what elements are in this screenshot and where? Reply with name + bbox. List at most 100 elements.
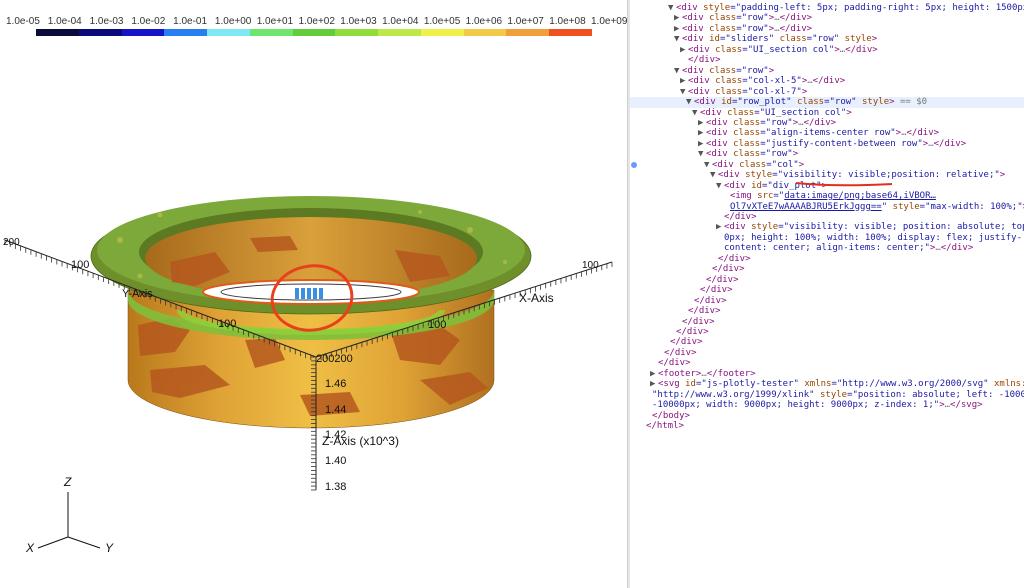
y-axis-label: Y-Axis [122,288,153,300]
collapse-arrow-icon[interactable]: ▶ [716,222,722,233]
expand-arrow-icon[interactable]: ▼ [698,149,704,160]
colorbar-tick-label: 1.0e+01 [256,16,294,27]
dom-node[interactable]: </div> [630,296,1024,307]
dom-node-markup: </div> [712,264,745,275]
dom-node[interactable]: </div> [630,358,1024,369]
annotation-underline [795,182,893,187]
dom-node[interactable]: "http://www.w3.org/1999/xlink" style="po… [630,390,1024,401]
devtools-elements-panel[interactable]: ▼<div style="padding-left: 5px; padding-… [630,0,1024,588]
collapse-arrow-icon[interactable]: ▶ [698,128,704,139]
collapse-arrow-icon[interactable]: ▶ [650,379,656,390]
colorbar-swatch [249,29,294,36]
z-tick-4: 1.40 [325,455,346,467]
dom-node[interactable]: ▶<footer>…</footer> [630,369,1024,380]
x-axis-ticks [315,262,613,362]
dom-node-markup: </div> [724,212,757,222]
y-tick-100: 100 [218,318,236,330]
z-tick-2: 1.44 [325,404,346,416]
dom-node-markup: content: center; align-items: center;">…… [724,243,974,254]
expand-arrow-icon[interactable]: ▼ [668,3,674,13]
dom-node[interactable]: ▶<svg id="js-plotly-tester" xmlns="http:… [630,379,1024,390]
dom-node-markup: <div class="row">…</div> [706,117,837,128]
collapse-arrow-icon[interactable]: ▶ [698,117,704,128]
dom-node[interactable]: ▶<div class="justify-content-between row… [630,139,1024,150]
annotation-circle [270,264,354,332]
dom-node[interactable]: ▶<div class="col-xl-5">…</div> [630,76,1024,87]
y-axis-ticks [4,240,317,362]
dom-node[interactable]: </div> [630,285,1024,296]
dom-node[interactable]: </div> [630,337,1024,348]
colorbar-tick-label: 1.0e-04 [47,16,82,27]
dom-node[interactable]: <img src="data:image/png;base64,iVBOR… [630,191,1024,202]
dom-node[interactable]: ▶<div style="visibility: visible; positi… [630,222,1024,233]
expand-arrow-icon[interactable]: ▼ [704,159,710,170]
dom-node-markup: <div class="col-xl-5">…</div> [688,76,846,87]
collapse-arrow-icon[interactable]: ▶ [680,44,686,55]
dom-node[interactable]: ▶<div class="align-items-center row">…</… [630,128,1024,139]
dom-node[interactable]: ▼<div id="sliders" class="row" style> [630,34,1024,45]
colorbar-swatch [36,29,80,36]
inner-wall [145,217,477,299]
z-origin-label: 200200 [316,353,353,365]
dom-node[interactable]: </div> [630,275,1024,286]
dom-node-markup: </div> [706,274,739,285]
dom-node[interactable]: </div> [630,327,1024,338]
expand-arrow-icon[interactable]: ▼ [686,97,692,108]
expand-arrow-icon[interactable]: ▼ [674,65,680,76]
collapse-arrow-icon[interactable]: ▶ [674,13,680,24]
expand-arrow-icon[interactable]: ▼ [680,86,686,97]
colorbar-tick-label: 1.0e+00 [214,16,252,27]
dom-node-markup: <svg id="js-plotly-tester" xmlns="http:/… [658,379,1024,390]
dom-node[interactable]: ▶<div class="row">…</div> [630,24,1024,35]
dom-node[interactable]: ▶<div class="UI_section col">…</div> [630,45,1024,56]
dom-node-markup: <div id="sliders" class="row" style> [682,34,878,45]
expand-arrow-icon[interactable]: ▼ [710,170,716,181]
dom-node[interactable]: </html> [630,421,1024,432]
dom-node[interactable]: </div> [630,212,1024,223]
3d-scene[interactable]: 200 100 100 100 100 Y-Axis X-Axis 200200… [0,0,627,588]
dom-node[interactable]: </div> [630,254,1024,265]
dom-node[interactable]: ▼<div class="UI_section col"> [630,108,1024,119]
collapse-arrow-icon[interactable]: ▶ [698,138,704,149]
expand-arrow-icon[interactable]: ▼ [692,107,698,118]
x-tick-100-right: 100 [582,260,599,271]
dom-node[interactable]: </div> [630,55,1024,66]
dom-node[interactable]: ▼<div class="col-xl-7"> [630,87,1024,98]
dom-node-selected[interactable]: ▼<div id="row_plot" class="row" style> =… [630,97,1024,108]
dom-node[interactable]: ▼<div style="padding-left: 5px; padding-… [630,3,1024,14]
dom-node-markup: </html> [646,421,684,431]
expand-arrow-icon[interactable]: ▼ [674,34,680,45]
z-tick-1: 1.46 [325,378,346,390]
dom-node[interactable]: </div> [630,264,1024,275]
dom-node[interactable]: -10000px; width: 9000px; height: 9000px;… [630,400,1024,411]
colorbar-swatch [164,29,208,36]
collapse-arrow-icon[interactable]: ▶ [674,23,680,34]
dom-node-markup: </div> [688,306,721,317]
dom-node[interactable]: ▶<div class="row">…</div> [630,13,1024,24]
z-axis-ticks [311,356,316,491]
dom-node[interactable]: content: center; align-items: center;">…… [630,243,1024,254]
dom-node[interactable]: ▼<div style="visibility: visible;positio… [630,170,1024,181]
dom-node[interactable]: ▼<div class="col"> [630,160,1024,171]
colorbar-swatch [207,29,251,36]
dom-node[interactable]: </div> [630,348,1024,359]
colorbar-tick-label: 1.0e+05 [423,16,461,27]
dom-node[interactable]: Ol7vXTeE7wAAAABJRU5ErkJggg==" style="max… [630,202,1024,213]
dom-node[interactable]: ▶<div class="row">…</div> [630,118,1024,129]
dom-node[interactable]: </div> [630,306,1024,317]
dom-node[interactable]: ▼<div class="row"> [630,149,1024,160]
dom-node-markup: <div id="row_plot" class="row" style> ==… [694,97,928,108]
collapse-arrow-icon[interactable]: ▶ [680,76,686,87]
dom-node[interactable]: </div> [630,317,1024,328]
dom-node-markup: <div class="align-items-center row">…</d… [706,128,940,139]
dom-node[interactable]: ▼<div class="row"> [630,66,1024,77]
collapse-arrow-icon[interactable]: ▶ [650,368,656,379]
dom-node[interactable]: 0px; height: 100%; width: 100%; display:… [630,233,1024,244]
dom-node[interactable]: </body> [630,411,1024,422]
dom-node-markup: <div class="row">…</div> [682,23,813,34]
expand-arrow-icon[interactable]: ▼ [716,180,722,191]
dom-node-markup: <div style="visibility: visible; positio… [724,222,1024,233]
panel-divider[interactable] [627,0,630,588]
highlight-bars [295,288,323,299]
